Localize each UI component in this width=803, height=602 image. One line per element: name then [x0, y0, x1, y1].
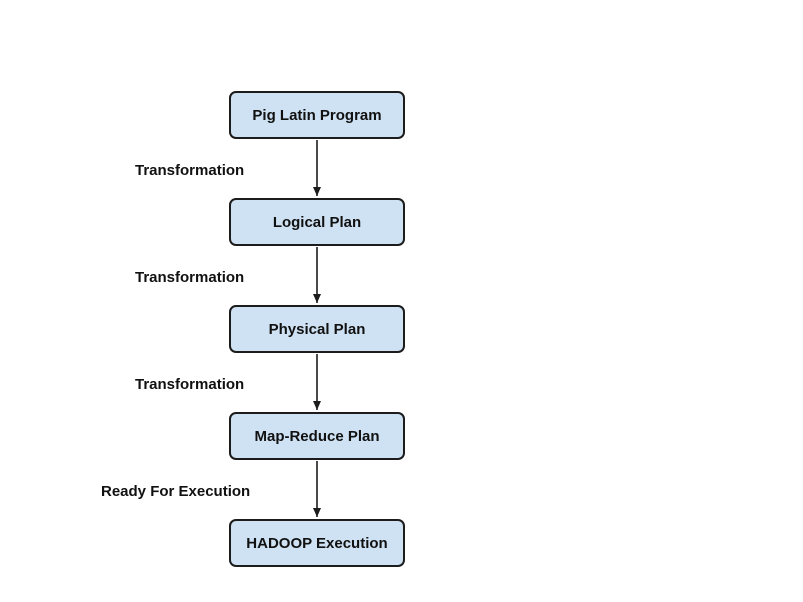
node-label: Pig Latin Program	[252, 106, 382, 124]
node-pig-latin-program: Pig Latin Program	[229, 91, 405, 139]
node-logical-plan: Logical Plan	[229, 198, 405, 246]
node-label: Logical Plan	[272, 213, 362, 231]
node-label: Physical Plan	[268, 320, 366, 338]
node-physical-plan: Physical Plan	[229, 305, 405, 353]
edge-label-3: Transformation	[135, 376, 245, 393]
node-hadoop-execution: HADOOP Execution	[229, 519, 405, 567]
node-map-reduce-plan: Map-Reduce Plan	[229, 412, 405, 460]
edge-label-2: Transformation	[135, 269, 245, 286]
node-label: Map-Reduce Plan	[254, 427, 380, 445]
node-label: HADOOP Execution	[246, 534, 388, 552]
edge-label-4: Ready For Execution	[101, 483, 251, 500]
edge-label-1: Transformation	[135, 162, 245, 179]
